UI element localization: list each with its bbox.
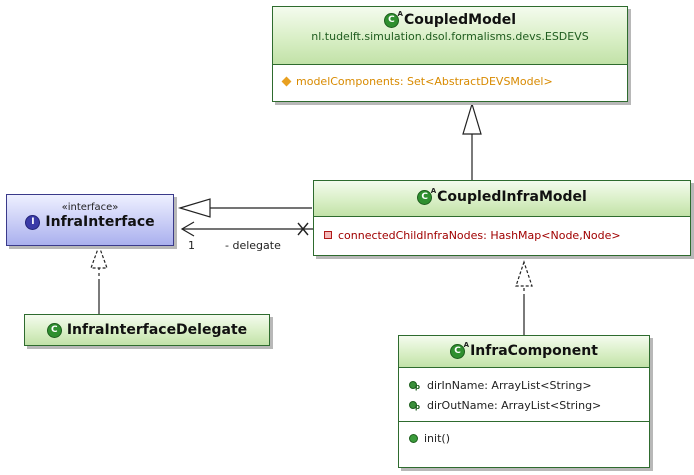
attribute-text: connectedChildInfraNodes: HashMap<Node,N… (338, 228, 621, 242)
generalization-infracomponent-to-coupledinframodel (515, 260, 533, 335)
property-subscript: p (415, 403, 421, 411)
public-method-icon (409, 433, 418, 443)
class-icon-letter: C (388, 15, 395, 25)
abstract-marker: A (397, 9, 403, 18)
interface-icon-letter: I (31, 217, 35, 227)
class-icon-letter: C (51, 325, 58, 335)
class-name: CoupledInfraModel (437, 189, 587, 205)
class-header: C A CoupledModel nl.tudelft.simulation.d… (273, 7, 627, 65)
realization-coupledinframodel-to-infrainterface (177, 198, 312, 218)
attributes-compartment: p dirInName: ArrayList<String> p dirOutN… (399, 368, 649, 421)
attribute-text: dirOutName: ArrayList<String> (427, 398, 602, 412)
class-icon: C A (450, 341, 469, 359)
class-title-row: C A CoupledInfraModel (314, 187, 690, 205)
class-title-row: C InfraInterfaceDelegate (25, 322, 269, 338)
private-visibility-icon (324, 231, 332, 239)
interface-icon: I (25, 214, 41, 230)
class-title-row: C A CoupledModel (273, 10, 627, 28)
class-infra-interface-delegate[interactable]: C InfraInterfaceDelegate (24, 314, 270, 346)
class-icon: C A (417, 187, 436, 205)
interface-infra-interface[interactable]: «interface» I InfraInterface (6, 194, 174, 246)
class-coupled-infra-model[interactable]: C A CoupledInfraModel connectedChildInfr… (313, 180, 691, 256)
realization-infrainterfacedelegate-to-infrainterface (90, 244, 108, 314)
class-header: C InfraInterfaceDelegate (25, 315, 269, 345)
interface-stereotype: «interface» (61, 202, 119, 213)
package-property-icon: p (409, 380, 421, 391)
interface-name: InfraInterface (45, 214, 155, 230)
property-dot (409, 401, 417, 409)
attribute-row[interactable]: connectedChildInfraNodes: HashMap<Node,N… (324, 225, 680, 245)
attributes-compartment: connectedChildInfraNodes: HashMap<Node,N… (314, 217, 690, 249)
attribute-row[interactable]: p dirInName: ArrayList<String> (409, 375, 639, 395)
protected-visibility-icon (281, 76, 292, 86)
class-icon-letter: C (454, 346, 461, 356)
class-coupled-model[interactable]: C A CoupledModel nl.tudelft.simulation.d… (272, 6, 628, 102)
operation-text: init() (424, 431, 450, 445)
attributes-compartment: modelComponents: Set<AbstractDEVSModel> (273, 65, 627, 95)
class-name: CoupledModel (403, 12, 517, 28)
class-title-row: C A InfraComponent (399, 341, 649, 359)
class-name: InfraComponent (470, 343, 598, 359)
attribute-row[interactable]: modelComponents: Set<AbstractDEVSModel> (281, 71, 617, 91)
abstract-marker: A (463, 340, 470, 349)
class-icon: C (46, 322, 62, 338)
class-infra-component[interactable]: C A InfraComponent p dirInName: ArrayLis… (398, 335, 650, 468)
attribute-row[interactable]: p dirOutName: ArrayList<String> (409, 395, 639, 415)
delegate-multiplicity: 1 (188, 239, 195, 252)
class-icon-letter: C (421, 192, 428, 202)
class-icon: C A (383, 10, 403, 28)
package-property-icon: p (409, 400, 421, 411)
property-subscript: p (415, 383, 421, 391)
class-header: C A InfraComponent (399, 336, 649, 368)
abstract-marker: A (430, 186, 437, 195)
property-dot (409, 381, 417, 389)
package-name: nl.tudelft.simulation.dsol.formalisms.de… (311, 30, 589, 43)
association-delegate (180, 221, 313, 237)
interface-header: «interface» I InfraInterface (7, 195, 173, 245)
class-header: C A CoupledInfraModel (314, 181, 690, 217)
attribute-text: dirInName: ArrayList<String> (427, 378, 592, 392)
attribute-text: modelComponents: Set<AbstractDEVSModel> (296, 74, 553, 88)
delegate-role-label: - delegate (225, 239, 281, 252)
operation-row[interactable]: init() (409, 428, 639, 448)
class-name: InfraInterfaceDelegate (66, 322, 248, 338)
interface-title-row: I InfraInterface (7, 214, 173, 230)
generalization-coupledinframodel-to-coupledmodel (462, 101, 482, 180)
operations-compartment: init() (399, 421, 649, 452)
